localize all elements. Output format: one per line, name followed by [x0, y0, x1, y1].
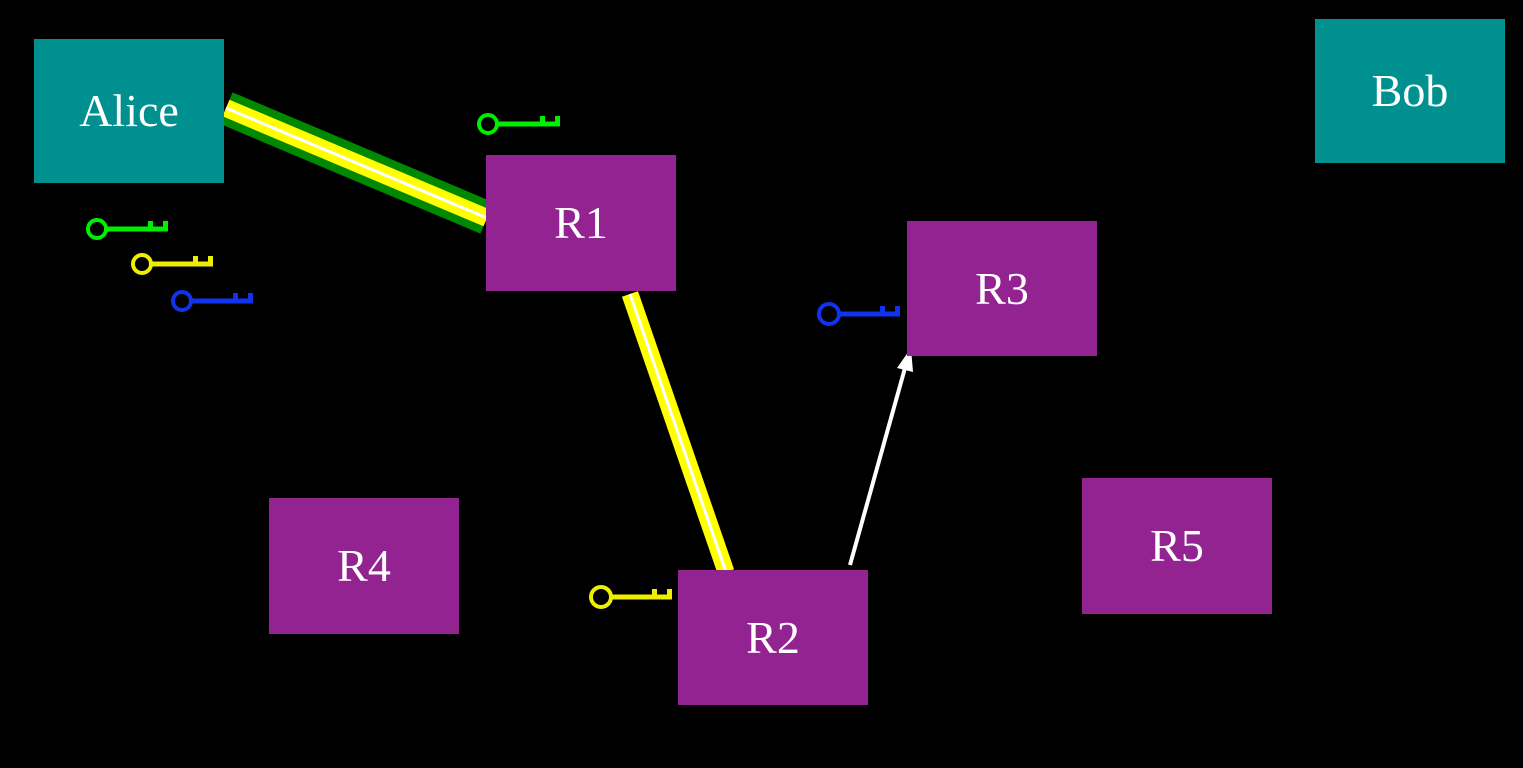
key-green-alice-icon [86, 218, 168, 240]
node-r5-label: R5 [1150, 520, 1204, 571]
node-r4-label: R4 [337, 540, 391, 591]
node-r2-label: R2 [746, 611, 800, 663]
tunnel-alice-r1 [219, 92, 494, 234]
node-r1: R1 [486, 155, 676, 291]
node-alice-label: Alice [79, 85, 179, 136]
tunnel-r1-r2 [621, 291, 735, 575]
key-blue-r3-icon [817, 302, 900, 326]
node-bob-label: Bob [1371, 65, 1449, 116]
key-yellow-r2-icon [589, 585, 672, 609]
key-blue-alice-icon [171, 290, 253, 312]
node-r1-label: R1 [554, 197, 608, 248]
node-r2: R2 [678, 570, 868, 705]
node-r5: R5 [1082, 478, 1272, 614]
node-r3-label: R3 [975, 262, 1029, 314]
node-r4: R4 [269, 498, 459, 634]
node-alice: Alice [34, 39, 224, 183]
node-r3: R3 [907, 221, 1097, 356]
node-bob: Bob [1315, 19, 1505, 163]
key-green-r1-icon [477, 113, 560, 135]
arrow-r2-r3 [848, 348, 913, 566]
key-yellow-alice-icon [131, 253, 213, 275]
